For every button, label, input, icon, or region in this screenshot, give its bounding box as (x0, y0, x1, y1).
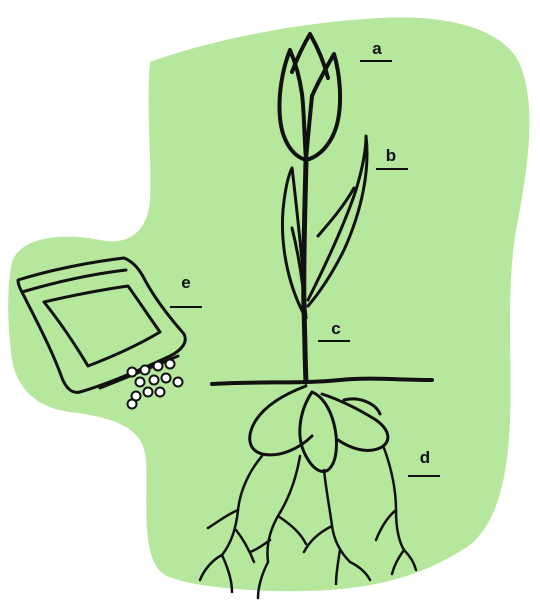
label-a-underline (360, 60, 392, 62)
label-c-underline (318, 340, 350, 342)
label-e-underline (170, 306, 202, 308)
label-c: c (325, 320, 347, 337)
label-d: d (414, 449, 436, 466)
label-b-underline (376, 168, 408, 170)
label-b: b (380, 147, 402, 164)
label-d-underline (408, 475, 440, 477)
label-a: a (366, 40, 388, 57)
label-e: e (175, 274, 197, 291)
background-blob (8, 17, 529, 591)
